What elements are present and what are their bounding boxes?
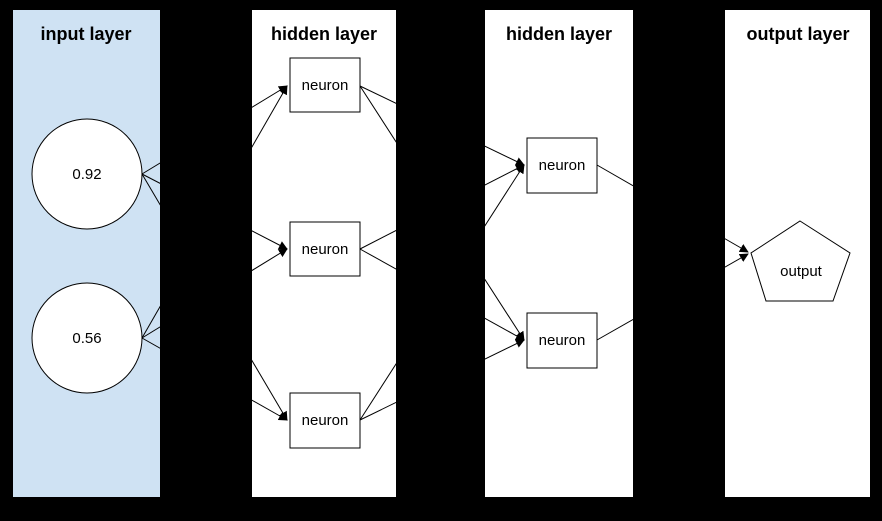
hidden1-neuron-2-label: neuron	[302, 241, 349, 258]
hidden-layer-1-title: hidden layer	[271, 24, 377, 44]
hidden1-neuron-2	[289, 221, 361, 277]
edge-input2-to-h1n1	[141, 85, 288, 339]
output-node-pentagon	[750, 220, 851, 302]
input-layer-title: input layer	[40, 24, 131, 44]
output-layer-title: output layer	[746, 24, 849, 44]
input-layer-panel	[13, 10, 160, 497]
input-node-2-label: 0.56	[72, 330, 101, 347]
hidden1-neuron-1	[289, 57, 361, 113]
edge-h1n1-to-h2n2	[359, 85, 525, 341]
edge-input1-to-h1n3	[141, 173, 288, 421]
edge-h1n3-to-h2n2	[359, 339, 525, 421]
edge-h1n2-to-h2n2	[359, 248, 525, 341]
edge-h1n3-to-h2n1	[359, 164, 525, 421]
input-node-1-label: 0.92	[72, 166, 101, 183]
input-node-1	[31, 118, 143, 230]
hidden-layer-2-panel	[485, 10, 633, 497]
edge-h2n1-to-output	[596, 164, 749, 253]
hidden2-neuron-1-label: neuron	[539, 157, 586, 174]
hidden-layer-2-title: hidden layer	[506, 24, 612, 44]
hidden2-neuron-1	[526, 137, 598, 194]
output-node-label: output	[780, 263, 823, 280]
hidden1-neuron-1-label: neuron	[302, 77, 349, 94]
edge-h1n1-to-h2n1	[359, 85, 525, 166]
edge-input2-to-h1n2	[141, 248, 288, 339]
edge-input1-to-h1n1	[141, 85, 288, 175]
edge-h2n2-to-output	[596, 253, 749, 341]
hidden2-neuron-2-label: neuron	[539, 332, 586, 349]
input-node-2	[31, 282, 143, 394]
hidden1-neuron-3-label: neuron	[302, 412, 349, 429]
hidden2-neuron-2	[526, 312, 598, 369]
edge-input2-to-h1n3	[141, 337, 288, 421]
edge-h1n2-to-h2n1	[359, 164, 525, 250]
hidden1-neuron-3	[289, 392, 361, 449]
